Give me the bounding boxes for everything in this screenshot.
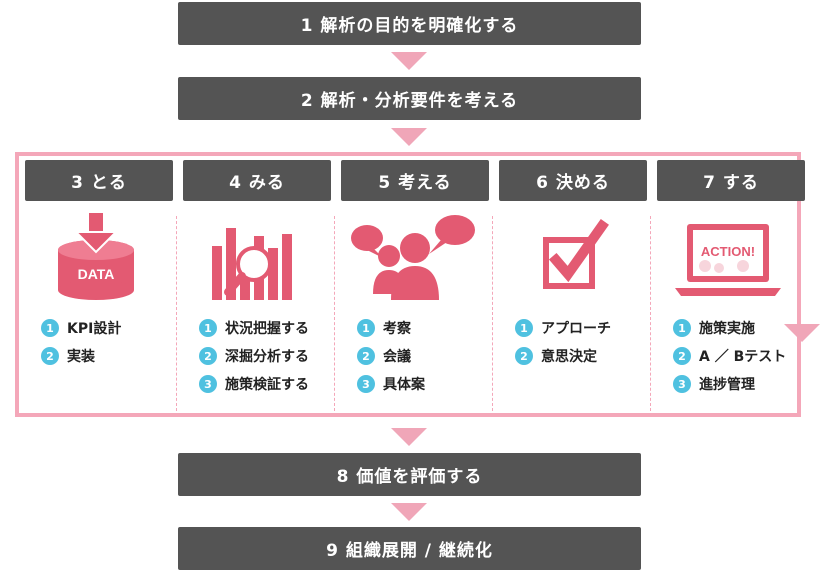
list-item: 2 A ／ Bテスト [673, 342, 786, 370]
column-header: 4 みる [183, 160, 331, 201]
loop-arrow [784, 324, 820, 342]
svg-text:ACTION!: ACTION! [701, 244, 755, 259]
number-badge: 2 [357, 347, 375, 365]
item-label: アプローチ [541, 321, 611, 337]
column-header: 7 する [657, 160, 805, 201]
column-header: 5 考える [341, 160, 489, 201]
item-label: KPI設計 [67, 321, 122, 337]
list-item: 3 具体案 [357, 370, 425, 398]
item-label: 具体案 [383, 377, 425, 393]
item-list: 1 アプローチ 2 意思決定 [515, 314, 611, 370]
discussion-icon [335, 208, 489, 308]
svg-text:DATA: DATA [78, 266, 115, 282]
list-item: 1 状況把握する [199, 314, 309, 342]
column-divider [176, 216, 177, 411]
item-label: 施策検証する [225, 377, 309, 393]
action-laptop-icon: ACTION! [651, 208, 805, 308]
checkbox-icon [493, 208, 647, 308]
arrow-down-4 [391, 503, 427, 521]
list-item: 2 深掘分析する [199, 342, 309, 370]
number-badge: 3 [673, 375, 691, 393]
column-suru: 7 する ACTION! 1 施策実施 2 A ／ Bテスト 3 進捗管理 [651, 156, 805, 413]
column-header: 6 決める [499, 160, 647, 201]
item-label: 実装 [67, 349, 95, 365]
column-kangaeru: 5 考える 1 考察 2 会議 3 具体案 [335, 156, 489, 413]
column-header: 3 とる [25, 160, 173, 201]
item-label: 深掘分析する [225, 349, 309, 365]
step-8-bar: 8 価値を評価する [178, 453, 641, 496]
item-list: 1 状況把握する 2 深掘分析する 3 施策検証する [199, 314, 309, 398]
list-item: 1 アプローチ [515, 314, 611, 342]
item-label: 会議 [383, 349, 411, 365]
number-badge: 1 [357, 319, 375, 337]
step-9-bar: 9 組織展開 / 継続化 [178, 527, 641, 570]
item-list: 1 KPI設計 2 実装 [41, 314, 121, 370]
number-badge: 1 [41, 319, 59, 337]
column-divider [650, 216, 651, 411]
list-item: 1 施策実施 [673, 314, 786, 342]
list-item: 2 実装 [41, 342, 121, 370]
item-list: 1 施策実施 2 A ／ Bテスト 3 進捗管理 [673, 314, 786, 398]
item-label: 進捗管理 [699, 377, 755, 393]
data-icon: DATA [19, 208, 173, 308]
column-kimeru: 6 決める 1 アプローチ 2 意思決定 [493, 156, 647, 413]
arrow-down-3 [391, 428, 427, 446]
item-label: 意思決定 [541, 349, 597, 365]
item-label: A ／ Bテスト [699, 349, 787, 365]
column-toru: 3 とる DATA 1 KPI設計 2 実装 [19, 156, 173, 413]
list-item: 1 KPI設計 [41, 314, 121, 342]
number-badge: 2 [673, 347, 691, 365]
number-badge: 1 [515, 319, 533, 337]
item-label: 考察 [383, 321, 411, 337]
list-item: 2 意思決定 [515, 342, 611, 370]
number-badge: 3 [357, 375, 375, 393]
column-divider [492, 216, 493, 411]
list-item: 3 進捗管理 [673, 370, 786, 398]
arrow-down-2 [391, 128, 427, 146]
item-label: 施策実施 [699, 321, 755, 337]
list-item: 1 考察 [357, 314, 425, 342]
number-badge: 1 [673, 319, 691, 337]
process-loop-frame: 3 とる DATA 1 KPI設計 2 実装 4 みる [15, 152, 805, 417]
analysis-chart-icon [177, 208, 331, 308]
list-item: 3 施策検証する [199, 370, 309, 398]
item-list: 1 考察 2 会議 3 具体案 [357, 314, 425, 398]
number-badge: 3 [199, 375, 217, 393]
arrow-down-1 [391, 52, 427, 70]
number-badge: 1 [199, 319, 217, 337]
step-2-bar: 2 解析・分析要件を考える [178, 77, 641, 120]
item-label: 状況把握する [225, 321, 309, 337]
step-1-bar: 1 解析の目的を明確化する [178, 2, 641, 45]
column-divider [334, 216, 335, 411]
number-badge: 2 [41, 347, 59, 365]
number-badge: 2 [199, 347, 217, 365]
list-item: 2 会議 [357, 342, 425, 370]
column-miru: 4 みる 1 状況把握する 2 深掘分析する 3 施策検証する [177, 156, 331, 413]
number-badge: 2 [515, 347, 533, 365]
